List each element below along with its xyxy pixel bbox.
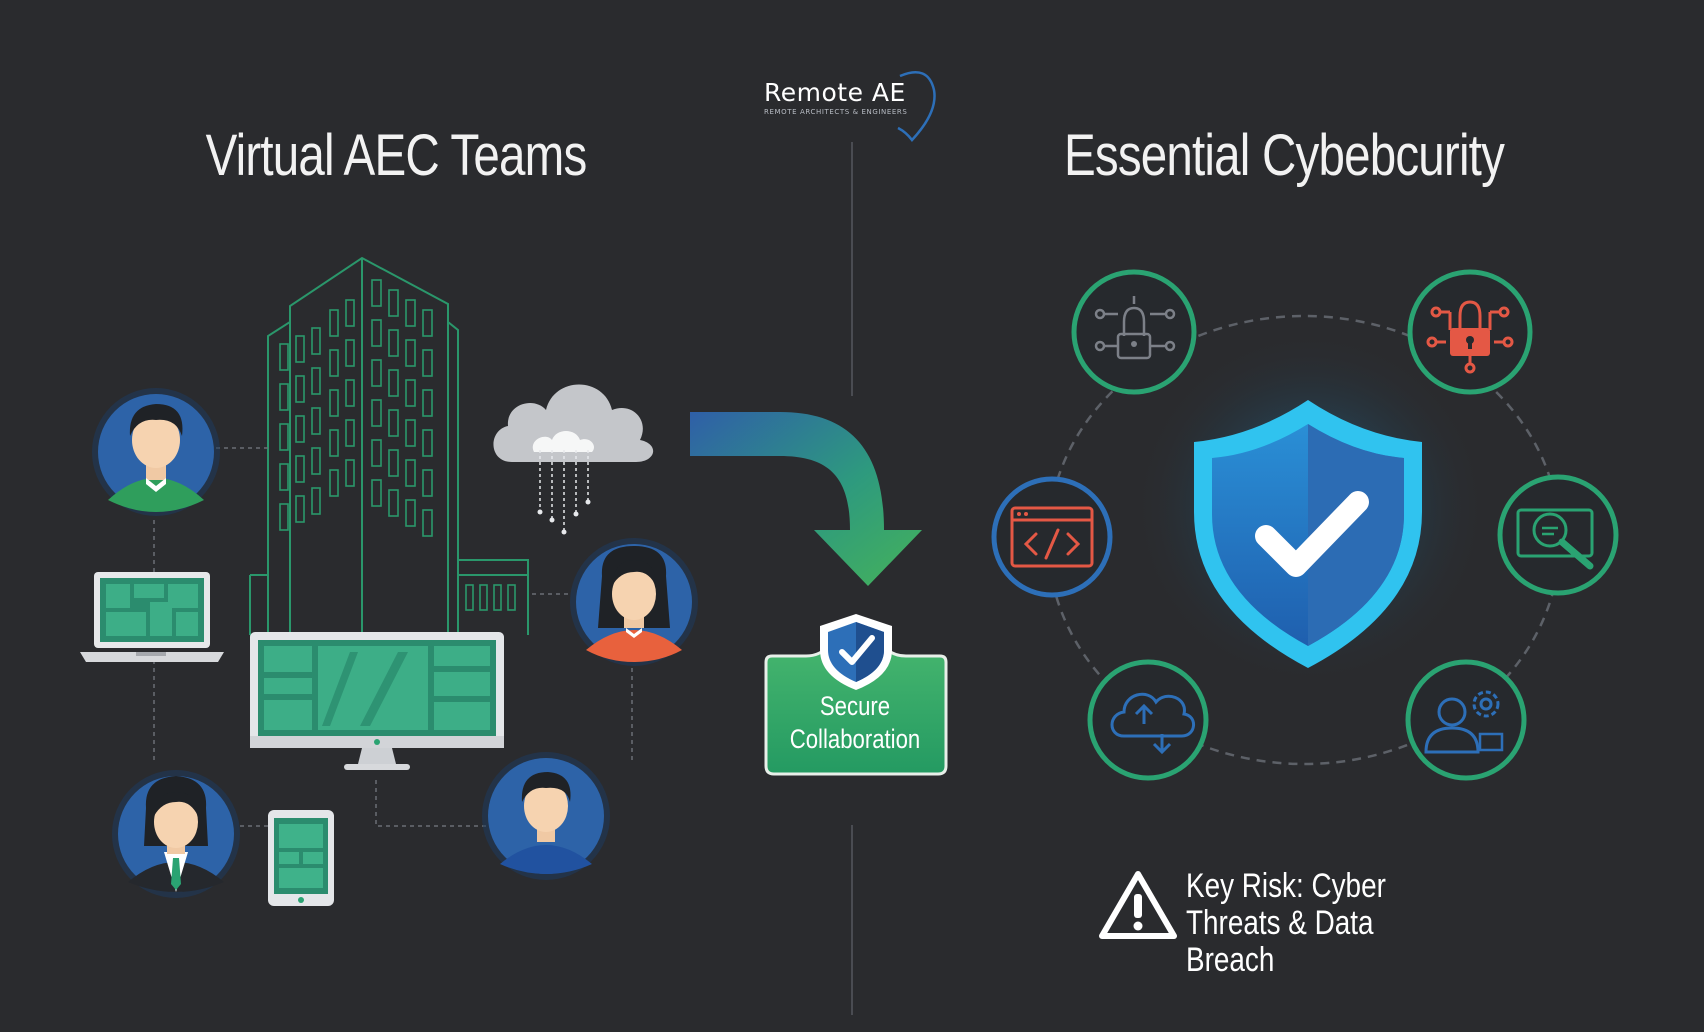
cloud-sync-icon [1087, 659, 1209, 781]
user-gear-icon [1405, 659, 1527, 781]
search-icon [1497, 474, 1619, 596]
person-icon-woman-orange [570, 538, 698, 666]
lock-network-icon [1407, 269, 1533, 395]
badge-line-1: Secure [819, 691, 891, 721]
monitor-icon [250, 632, 504, 770]
code-icon [991, 476, 1113, 598]
logo-name: Remote AE [764, 78, 906, 107]
left-panel-title: Virtual AEC Teams [205, 123, 588, 188]
big-shield-check-icon [1194, 400, 1422, 668]
warning-icon [1099, 871, 1177, 939]
lock-circuit-icon [1071, 269, 1197, 395]
secure-collaboration-badge [764, 614, 948, 776]
logo-mark [897, 71, 936, 142]
logo-tagline: REMOTE ARCHITECTS & ENGINEERS [764, 108, 908, 116]
right-panel-title: Essential Cybebcurity [1063, 123, 1505, 188]
risk-banner-text: Key Risk: Cyber Threats & Data Breach [1186, 868, 1457, 979]
person-icon-woman-suit [112, 770, 240, 898]
risk-line-2: Threats & Data Breach [1186, 904, 1374, 979]
laptop-icon [80, 572, 224, 662]
building-icon [249, 256, 529, 636]
tablet-icon [268, 810, 334, 906]
arrow-icon [690, 412, 922, 586]
person-icon-man-green [92, 388, 220, 516]
badge-line-2: Collaboration [789, 724, 921, 754]
person-icon-man-blue [482, 752, 610, 880]
secure-collaboration-label: Secure Collaboration [780, 690, 929, 756]
cloud-icon [493, 384, 654, 535]
risk-line-1: Key Risk: Cyber [1186, 867, 1386, 905]
logo: Remote AE REMOTE ARCHITECTS & ENGINEERS [764, 78, 908, 117]
